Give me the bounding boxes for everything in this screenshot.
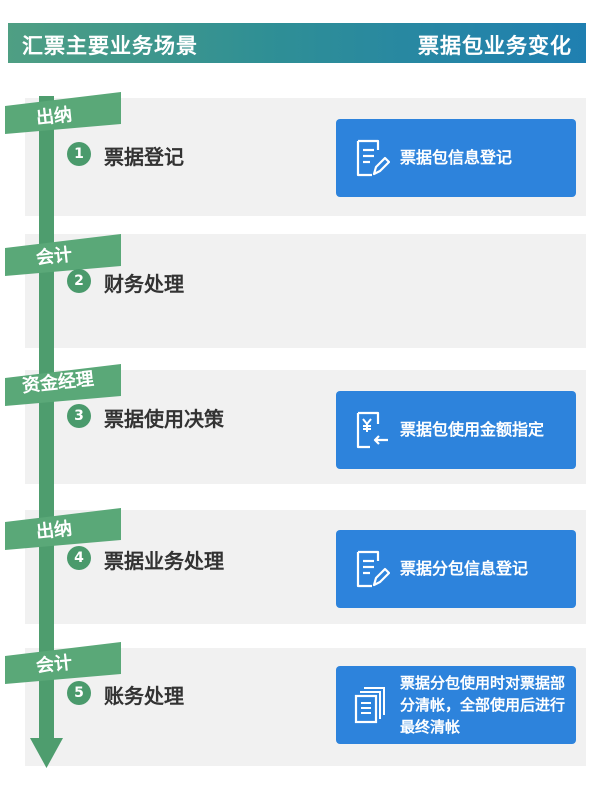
role-label-4: 出纳 xyxy=(35,518,74,543)
role-ribbon-3 xyxy=(5,364,121,406)
step-number-4: 4 xyxy=(67,546,91,570)
document-edit-icon xyxy=(356,139,390,177)
role-label-2: 会计 xyxy=(35,244,74,269)
yuan-document-icon xyxy=(356,411,388,449)
role-ribbon-5 xyxy=(5,642,121,684)
change-card-4: 票据分包信息登记 xyxy=(336,530,576,608)
role-label-1: 出纳 xyxy=(35,104,74,129)
step-number-3: 3 xyxy=(67,404,91,428)
change-card-5: 票据分包使用时对票据部分清帐，全部使用后进行最终清帐 xyxy=(336,666,576,744)
card-text-1: 票据包信息登记 xyxy=(400,148,513,167)
role-ribbon-4 xyxy=(5,508,121,550)
step-label-2: 财务处理 xyxy=(104,272,184,296)
document-edit-icon xyxy=(356,550,390,588)
change-title: 票据包业务变化 xyxy=(418,34,572,58)
step-label-5: 账务处理 xyxy=(104,684,184,708)
card-text-5: 票据分包使用时对票据部分清帐，全部使用后进行最终清帐 xyxy=(400,674,566,736)
header-bar: 汇票主要业务场景 票据包业务变化 xyxy=(8,23,586,63)
stacked-documents-icon xyxy=(354,687,385,724)
role-label-5: 会计 xyxy=(35,652,74,677)
step-label-1: 票据登记 xyxy=(104,145,184,169)
card-text-4: 票据分包信息登记 xyxy=(400,559,529,578)
role-ribbon-1 xyxy=(5,92,121,134)
step-number-2: 2 xyxy=(67,269,91,293)
change-card-3: 票据包使用金额指定 xyxy=(336,391,576,469)
step-number-5: 5 xyxy=(67,681,91,705)
card-text-3: 票据包使用金额指定 xyxy=(400,420,545,439)
step-number-1: 1 xyxy=(67,142,91,166)
change-card-1: 票据包信息登记 xyxy=(336,119,576,197)
step-label-4: 票据业务处理 xyxy=(104,549,224,573)
step-label-3: 票据使用决策 xyxy=(104,407,224,431)
role-ribbon-2 xyxy=(5,234,121,276)
scenario-title: 汇票主要业务场景 xyxy=(22,34,198,58)
